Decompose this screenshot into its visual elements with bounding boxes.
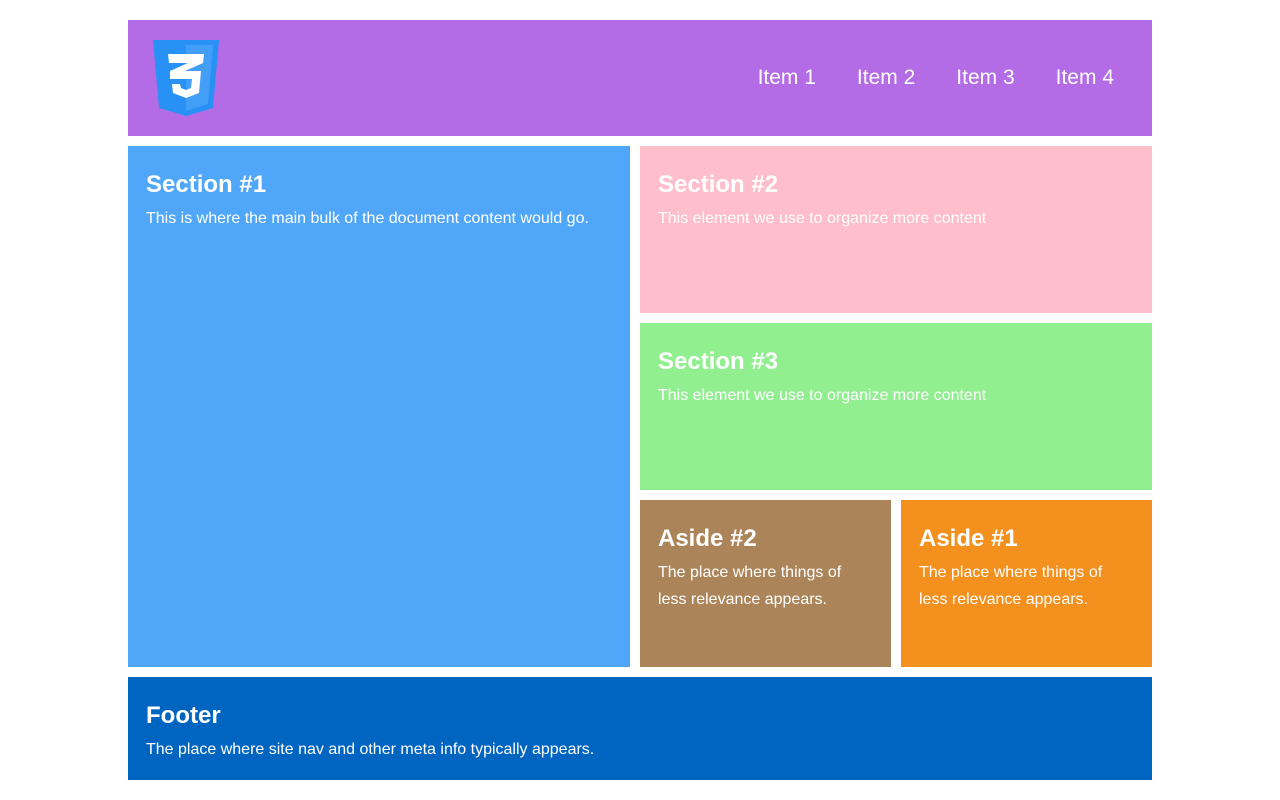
page-grid: Item 1 Item 2 Item 3 Item 4 Section #1 T… bbox=[128, 20, 1152, 780]
main-nav: Item 1 Item 2 Item 3 Item 4 bbox=[717, 20, 1114, 136]
section-1: Section #1 This is where the main bulk o… bbox=[128, 146, 630, 667]
section-3-title: Section #3 bbox=[658, 348, 779, 375]
nav-item-1[interactable]: Item 1 bbox=[757, 66, 816, 89]
css3-logo-icon[interactable] bbox=[153, 40, 219, 116]
section-1-title: Section #1 bbox=[146, 171, 267, 198]
footer-title: Footer bbox=[146, 702, 221, 729]
nav-item-2[interactable]: Item 2 bbox=[856, 66, 916, 89]
section-1-text: This is where the main bulk of the docum… bbox=[146, 210, 589, 227]
aside-2: Aside #2 The place where things of less … bbox=[640, 500, 891, 667]
nav-item-3[interactable]: Item 3 bbox=[956, 66, 1015, 89]
logo-three-glyph bbox=[168, 54, 204, 98]
nav-item-4[interactable]: Item 4 bbox=[1055, 66, 1114, 89]
section-3-text: This element we use to organize more con… bbox=[658, 387, 987, 404]
aside-1-text: The place where things of less relevance… bbox=[919, 564, 1103, 608]
aside-2-text: The place where things of less relevance… bbox=[658, 564, 842, 608]
aside-1: Aside #1 The place where things of less … bbox=[901, 500, 1152, 667]
site-footer: Footer The place where site nav and othe… bbox=[128, 677, 1152, 780]
aside-2-title: Aside #2 bbox=[658, 525, 757, 552]
site-header: Item 1 Item 2 Item 3 Item 4 bbox=[128, 20, 1152, 136]
footer-text: The place where site nav and other meta … bbox=[146, 741, 595, 758]
section-2-title: Section #2 bbox=[658, 171, 779, 198]
section-3: Section #3 This element we use to organi… bbox=[640, 323, 1152, 490]
section-2-text: This element we use to organize more con… bbox=[658, 210, 987, 227]
aside-1-title: Aside #1 bbox=[919, 525, 1018, 552]
section-2: Section #2 This element we use to organi… bbox=[640, 146, 1152, 313]
